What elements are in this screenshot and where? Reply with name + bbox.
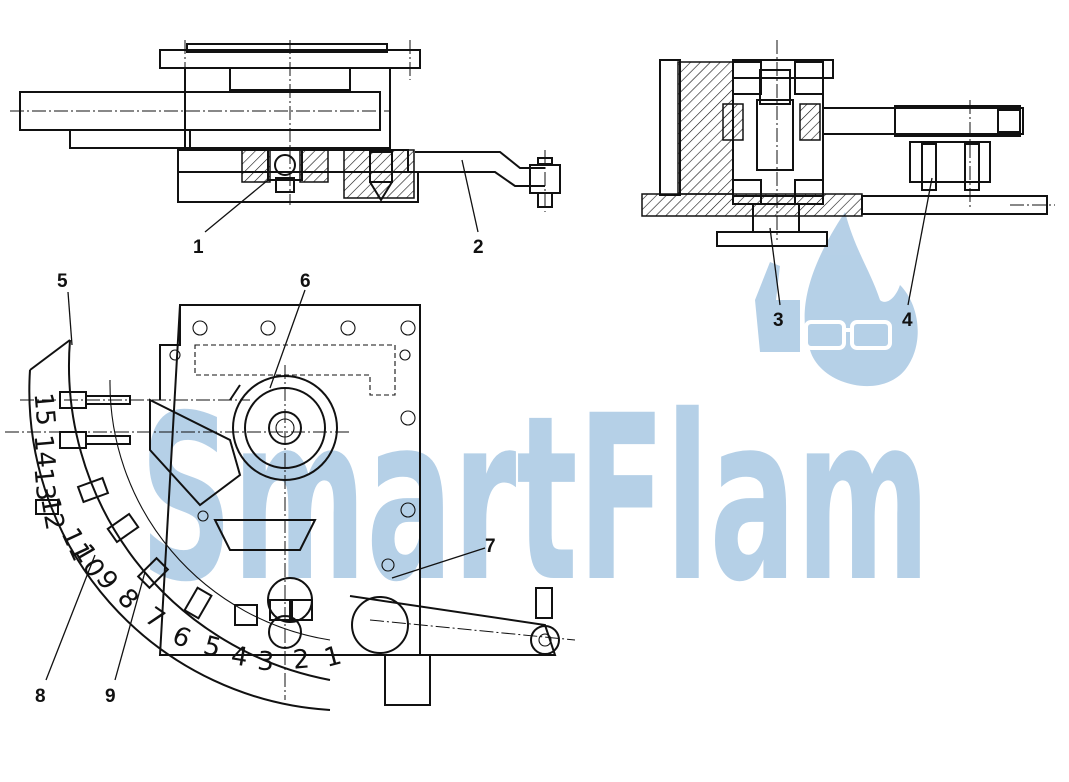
- leader-lines: [45, 159, 933, 681]
- callout-6: 6: [300, 271, 311, 292]
- watermark: SmartFlam: [140, 212, 930, 632]
- callout-9: 9: [105, 686, 116, 707]
- callouts: 1 2 3 4 5 6 7 8 9: [35, 237, 913, 707]
- scale-number: 4: [229, 641, 251, 673]
- callout-3: 3: [773, 310, 784, 331]
- scale-number: 3: [256, 646, 275, 677]
- top-right-section-view: [641, 40, 1055, 247]
- callout-1: 1: [193, 237, 204, 258]
- scale-number: 15: [28, 392, 61, 428]
- scale-number: 1: [321, 641, 345, 674]
- callout-5: 5: [57, 271, 68, 292]
- scale-number: 12: [34, 495, 69, 533]
- callout-8: 8: [35, 686, 46, 707]
- watermark-flame-icon: [804, 212, 918, 387]
- scale-number: 13: [28, 467, 61, 503]
- scale-number: 5: [200, 631, 224, 664]
- callout-4: 4: [902, 310, 913, 331]
- nozzle-fittings: [35, 391, 313, 626]
- watermark-glasses-icon: [804, 320, 892, 350]
- top-left-section-view: [10, 40, 561, 212]
- callout-2: 2: [473, 237, 484, 258]
- scale-number: 2: [292, 644, 311, 675]
- bottom-plan-view: [5, 304, 576, 711]
- watermark-hand-icon: [755, 262, 800, 352]
- scale-number: 14: [28, 434, 61, 470]
- callout-7: 7: [485, 536, 496, 557]
